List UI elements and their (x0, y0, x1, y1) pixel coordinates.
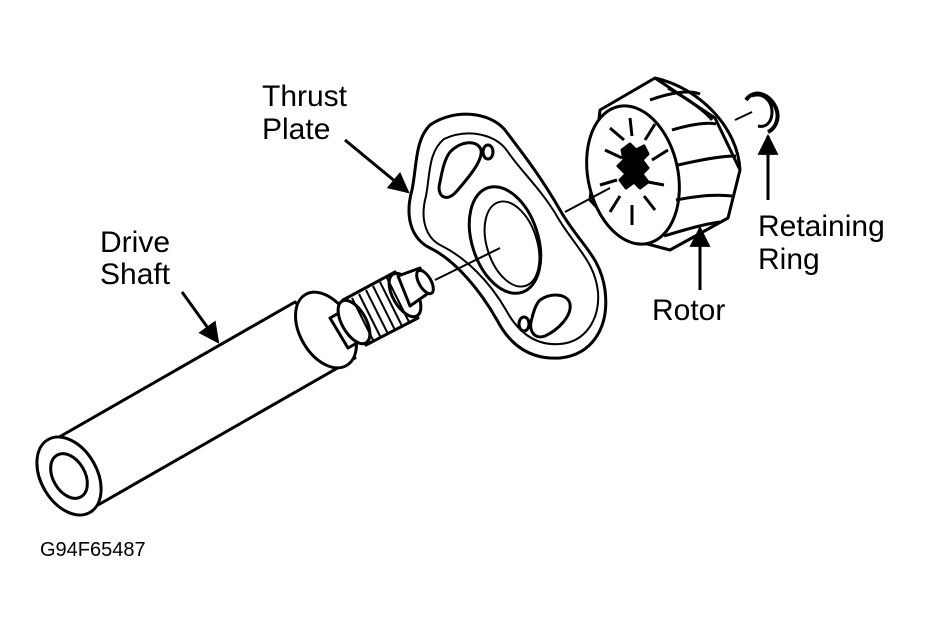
drive-shaft-leader-arrow (180, 291, 220, 344)
retaining-ring (744, 91, 780, 134)
rotor-label: Rotor (652, 294, 726, 327)
retaining-ring-label-line1: Retaining (758, 210, 885, 243)
figure-id: G94F65487 (40, 539, 146, 561)
drive-shaft-label-line1: Drive (100, 226, 171, 259)
rotor (585, 76, 742, 252)
thrust-plate-label-line2: Plate (262, 113, 331, 146)
drive-shaft (35, 266, 435, 517)
drive-shaft-label-line2: Shaft (100, 258, 171, 291)
thrust-plate (407, 112, 608, 360)
thrust-plate-leader-arrow (344, 138, 410, 194)
assembly-centerlines (434, 111, 753, 281)
retaining-ring-label-line2: Ring (758, 243, 820, 276)
thrust-plate-label-line1: Thrust (262, 80, 348, 113)
